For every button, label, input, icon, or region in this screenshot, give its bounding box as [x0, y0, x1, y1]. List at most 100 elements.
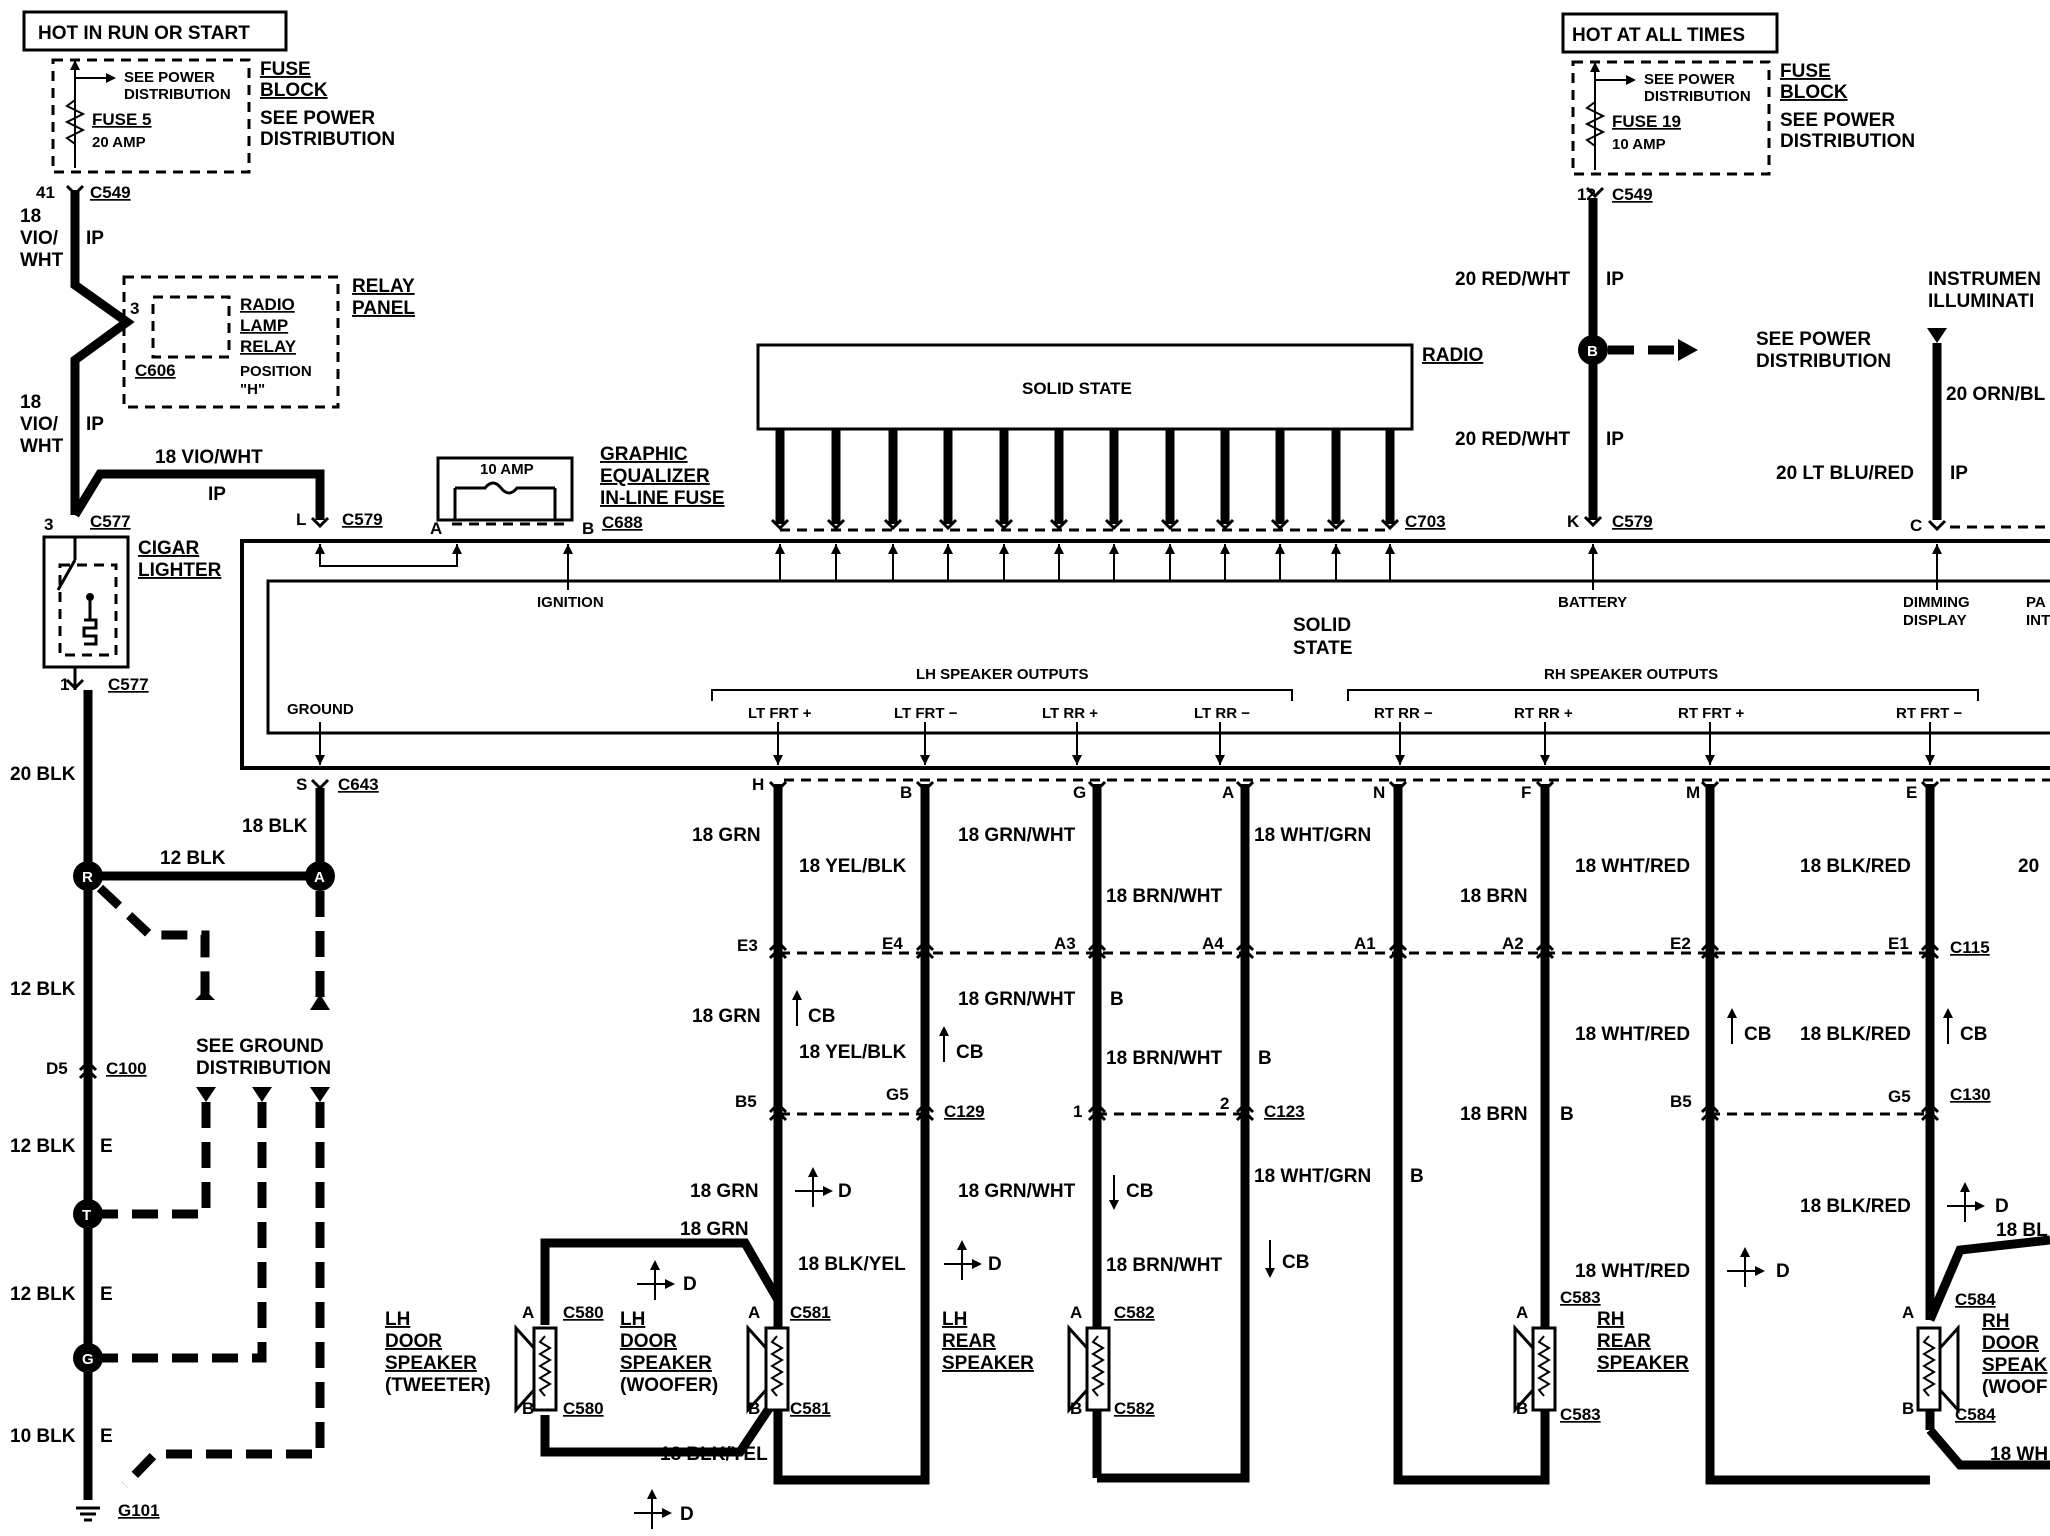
- left-feed-wire: 41 C549 18 VIO/ WHT IP 18 VIO/ WHT IP 18…: [20, 183, 383, 529]
- svg-text:LIGHTER: LIGHTER: [138, 560, 222, 581]
- svg-text:F: F: [1521, 783, 1531, 802]
- d-arrow-head-up: [957, 1240, 967, 1250]
- svg-text:REAR: REAR: [1597, 1331, 1651, 1352]
- svg-text:C584: C584: [1955, 1290, 1996, 1309]
- svg-text:18 WHT/RED: 18 WHT/RED: [1575, 1261, 1690, 1282]
- svg-text:C549: C549: [1612, 185, 1653, 204]
- svg-text:CB: CB: [956, 1042, 983, 1063]
- svg-text:FUSE 19: FUSE 19: [1612, 112, 1681, 131]
- svg-text:B: B: [900, 783, 912, 802]
- radio-pin-arrow: [1385, 544, 1395, 554]
- svg-text:RH: RH: [1982, 1311, 2009, 1332]
- svg-text:G5: G5: [886, 1085, 909, 1104]
- radio-pin-connector: [994, 518, 1014, 531]
- svg-text:CB: CB: [1744, 1024, 1771, 1045]
- svg-text:A2: A2: [1502, 934, 1524, 953]
- inline-connector-mark: [768, 1101, 788, 1122]
- svg-text:H: H: [752, 775, 764, 794]
- svg-text:20 RED/WHT: 20 RED/WHT: [1455, 269, 1570, 290]
- svg-text:E: E: [100, 1426, 113, 1447]
- svg-text:3: 3: [44, 515, 53, 534]
- svg-text:10 BLK: 10 BLK: [10, 1426, 76, 1447]
- svg-text:18 GRN: 18 GRN: [680, 1219, 749, 1240]
- speaker-cone: [746, 1324, 768, 1414]
- svg-text:3: 3: [130, 299, 139, 318]
- svg-text:B: B: [1516, 1399, 1528, 1418]
- svg-text:18 BRN/WHT: 18 BRN/WHT: [1106, 1048, 1223, 1069]
- radio-pin-connector: [883, 518, 903, 531]
- output-arrow: [1540, 755, 1550, 765]
- svg-text:SOLID STATE: SOLID STATE: [1022, 379, 1132, 398]
- fuse-block-left: SEE POWER DISTRIBUTION FUSE 5 20 AMP FUS…: [51, 58, 395, 174]
- svg-text:18 YEL/BLK: 18 YEL/BLK: [799, 1042, 907, 1063]
- svg-text:12 BLK: 12 BLK: [160, 848, 226, 869]
- fuse-block-right: SEE POWER DISTRIBUTION FUSE 19 10 AMP FU…: [1571, 60, 1915, 176]
- svg-text:18 GRN: 18 GRN: [692, 1006, 761, 1027]
- svg-text:C129: C129: [944, 1102, 985, 1121]
- svg-text:G: G: [1073, 783, 1086, 802]
- svg-text:DISTRIBUTION: DISTRIBUTION: [1756, 351, 1891, 372]
- svg-text:A: A: [1516, 1303, 1528, 1322]
- svg-text:18 GRN: 18 GRN: [690, 1181, 759, 1202]
- svg-text:C580: C580: [563, 1399, 604, 1418]
- radio-pin-connector: [1380, 518, 1400, 531]
- radio-pin-connector: [1326, 518, 1346, 531]
- c703-pin-mark: [1087, 780, 1107, 793]
- connector-marks: [768, 780, 1940, 1122]
- svg-text:C581: C581: [790, 1399, 831, 1418]
- svg-text:(WOOF: (WOOF: [1982, 1377, 2047, 1398]
- svg-text:"H": "H": [240, 381, 265, 398]
- svg-text:18 GRN/WHT: 18 GRN/WHT: [958, 825, 1076, 846]
- svg-text:WHT: WHT: [20, 436, 64, 457]
- svg-text:18 BLK/RED: 18 BLK/RED: [1800, 1024, 1911, 1045]
- radio-pin-arrow: [943, 544, 953, 554]
- svg-text:CB: CB: [1960, 1024, 1987, 1045]
- d-arrow-head-up: [808, 1167, 818, 1177]
- svg-text:18 GRN: 18 GRN: [692, 825, 761, 846]
- svg-text:N: N: [1373, 783, 1385, 802]
- d-arrow-head-up: [1960, 1182, 1970, 1192]
- connector-c129-c123-c130: B5 G5 C129 1 2 C123 B5 G5 C130 18 BRN B: [735, 1085, 1991, 1125]
- svg-text:18 BRN/WHT: 18 BRN/WHT: [1106, 886, 1223, 907]
- svg-text:20: 20: [2018, 856, 2039, 877]
- svg-text:E: E: [100, 1136, 113, 1157]
- svg-text:12 BLK: 12 BLK: [10, 1136, 76, 1157]
- d-arrow-head: [662, 1508, 672, 1518]
- svg-text:18 BLK/RED: 18 BLK/RED: [1800, 856, 1911, 877]
- svg-text:E2: E2: [1670, 934, 1691, 953]
- svg-text:K: K: [1567, 512, 1580, 531]
- speaker-cone: [1067, 1324, 1089, 1414]
- speaker-icon: [1067, 1324, 1111, 1414]
- radio-pin-arrow: [1165, 544, 1175, 554]
- radio-pin-connector: [826, 518, 846, 531]
- svg-text:SPEAKER: SPEAKER: [1597, 1353, 1689, 1374]
- wire-labels-middle: 18 GRN CB 18 YEL/BLK CB 18 GRN/WHT B 18 …: [692, 989, 1987, 1069]
- svg-text:VIO/: VIO/: [20, 228, 59, 249]
- speakers: [514, 1324, 1960, 1414]
- svg-text:LH: LH: [620, 1309, 645, 1330]
- svg-text:GROUND: GROUND: [287, 701, 354, 718]
- radio-pins: [770, 429, 1400, 581]
- svg-text:LT FRT +: LT FRT +: [748, 705, 812, 722]
- svg-text:HOT IN RUN OR START: HOT IN RUN OR START: [38, 23, 250, 44]
- svg-text:DISTRIBUTION: DISTRIBUTION: [1780, 131, 1915, 152]
- svg-text:A1: A1: [1354, 934, 1376, 953]
- svg-text:S: S: [296, 775, 307, 794]
- svg-text:18 BRN/WHT: 18 BRN/WHT: [1106, 1255, 1223, 1276]
- svg-text:18: 18: [20, 392, 41, 413]
- output-arrow: [1395, 755, 1405, 765]
- radio-pin-arrow: [888, 544, 898, 554]
- svg-text:POSITION: POSITION: [240, 363, 312, 380]
- c115-pin-mark: [1920, 939, 1940, 960]
- svg-text:18 BLK/YEL: 18 BLK/YEL: [798, 1254, 906, 1275]
- svg-text:D: D: [1776, 1261, 1790, 1282]
- svg-text:INSTRUMEN: INSTRUMEN: [1928, 269, 2041, 290]
- svg-text:18 VIO/WHT: 18 VIO/WHT: [155, 447, 263, 468]
- svg-text:SEE POWER: SEE POWER: [260, 108, 375, 129]
- svg-text:LT RR +: LT RR +: [1042, 705, 1098, 722]
- svg-text:1: 1: [1073, 1102, 1082, 1121]
- svg-text:C130: C130: [1950, 1085, 1991, 1104]
- c703-pin-mark: [1388, 780, 1408, 793]
- svg-text:D: D: [838, 1181, 852, 1202]
- d-arrow-head-up: [650, 1260, 660, 1270]
